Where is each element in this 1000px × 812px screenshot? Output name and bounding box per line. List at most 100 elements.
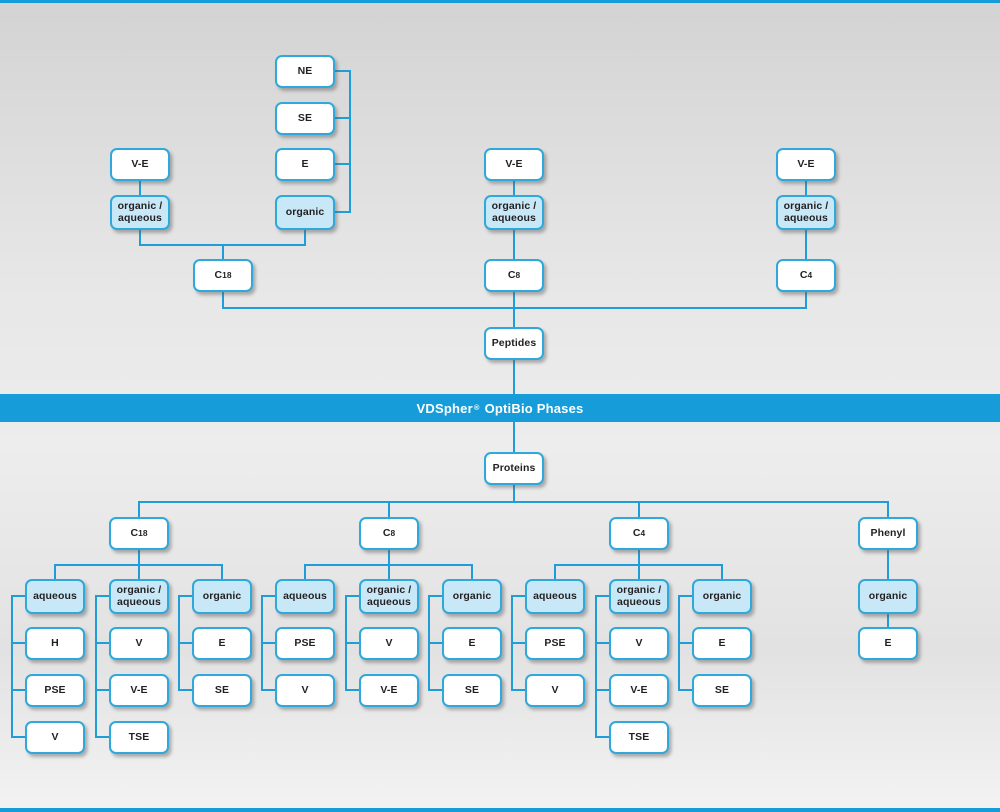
node-phenyl-organic: organic xyxy=(858,579,918,614)
node-c18-organic-aqueous-tse: TSE xyxy=(109,721,169,754)
node-label: PSE xyxy=(544,636,566,649)
node-proteins-c18: C18 xyxy=(109,517,169,550)
bottom-accent-strip xyxy=(0,808,1000,812)
node-label: V xyxy=(551,683,559,696)
banner-suffix: OptiBio Phases xyxy=(484,400,584,416)
node-label: SE xyxy=(214,683,230,696)
node-label: E xyxy=(468,636,476,649)
node-c4-organic-aqueous-v: V xyxy=(609,627,669,660)
node-label: C18 xyxy=(214,268,232,281)
node-label: E xyxy=(218,636,226,649)
node-label: TSE xyxy=(628,730,650,743)
node-label: E xyxy=(884,636,892,649)
node-label: C4 xyxy=(799,268,813,281)
node-label: V xyxy=(635,636,643,649)
node-peptides-c18-organic-aqueous: organic / aqueous xyxy=(110,195,170,230)
top-accent-strip xyxy=(0,0,1000,3)
node-label: V-E xyxy=(131,157,149,170)
node-peptides-root: Peptides xyxy=(484,327,544,360)
node-c4-aqueous-pse: PSE xyxy=(525,627,585,660)
node-label: Peptides xyxy=(491,336,537,349)
node-c18-aqueous-v: V xyxy=(25,721,85,754)
node-peptides-elution-e: E xyxy=(275,148,335,181)
node-peptides-c18-ve: V-E xyxy=(110,148,170,181)
node-c4-aqueous-v: V xyxy=(525,674,585,707)
node-c8-organic-se: SE xyxy=(442,674,502,707)
node-c8-aqueous-v: V xyxy=(275,674,335,707)
node-c18-organic-aqueous-ve: V-E xyxy=(109,674,169,707)
node-c8-aqueous: aqueous xyxy=(275,579,335,614)
node-label: C18 xyxy=(130,526,148,539)
node-label: V xyxy=(385,636,393,649)
node-label: V-E xyxy=(380,683,398,696)
node-c8-organic: organic xyxy=(442,579,502,614)
node-c4-aqueous: aqueous xyxy=(525,579,585,614)
node-label: V-E xyxy=(505,157,523,170)
node-peptides-c4-organic-aqueous: organic / aqueous xyxy=(776,195,836,230)
node-label: SE xyxy=(464,683,480,696)
node-phenyl-organic-e: E xyxy=(858,627,918,660)
node-c18-organic: organic xyxy=(192,579,252,614)
node-label: aqueous xyxy=(283,589,327,602)
node-c8-organic-aqueous-ve: V-E xyxy=(359,674,419,707)
node-c4-organic-se: SE xyxy=(692,674,752,707)
node-label: PSE xyxy=(44,683,66,696)
node-label: organic xyxy=(202,589,242,602)
node-label: organic xyxy=(452,589,492,602)
node-peptides-c4-ve: V-E xyxy=(776,148,836,181)
node-c4-organic-aqueous-ve: V-E xyxy=(609,674,669,707)
node-label: aqueous xyxy=(533,589,577,602)
node-label: V-E xyxy=(130,683,148,696)
node-c4-organic-e: E xyxy=(692,627,752,660)
node-peptides-organic: organic xyxy=(275,195,335,230)
node-label: organic / aqueous xyxy=(783,199,829,224)
node-c18-organic-aqueous-v: V xyxy=(109,627,169,660)
node-peptides-c18: C18 xyxy=(193,259,253,292)
node-label: E xyxy=(301,157,309,170)
node-label: V xyxy=(301,683,309,696)
node-c8-organic-aqueous: organic / aqueous xyxy=(359,579,419,614)
node-label: organic xyxy=(702,589,742,602)
node-label: organic xyxy=(285,205,325,218)
node-label: TSE xyxy=(128,730,150,743)
node-c18-aqueous: aqueous xyxy=(25,579,85,614)
node-label: aqueous xyxy=(33,589,77,602)
node-label: V xyxy=(51,730,59,743)
node-label: V xyxy=(135,636,143,649)
node-label: SE xyxy=(714,683,730,696)
node-label: Phenyl xyxy=(870,526,906,539)
node-label: SE xyxy=(297,111,313,124)
node-c18-organic-se: SE xyxy=(192,674,252,707)
node-c8-organic-aqueous-v: V xyxy=(359,627,419,660)
node-c18-aqueous-pse: PSE xyxy=(25,674,85,707)
node-label: NE xyxy=(297,64,313,77)
banner-vdspher-optibio-phases: VDSpher®OptiBio Phases xyxy=(0,394,1000,422)
node-c18-aqueous-h: H xyxy=(25,627,85,660)
node-label: V-E xyxy=(630,683,648,696)
node-c4-organic-aqueous: organic / aqueous xyxy=(609,579,669,614)
node-c8-aqueous-pse: PSE xyxy=(275,627,335,660)
node-label: Proteins xyxy=(492,461,536,474)
node-peptides-c8-organic-aqueous: organic / aqueous xyxy=(484,195,544,230)
node-peptides-elution-ne: NE xyxy=(275,55,335,88)
node-label: organic / aqueous xyxy=(491,199,537,224)
node-label: E xyxy=(718,636,726,649)
node-label: V-E xyxy=(797,157,815,170)
node-label: C8 xyxy=(382,526,396,539)
banner-brand: VDSpher xyxy=(416,400,473,416)
node-c18-organic-aqueous: organic / aqueous xyxy=(109,579,169,614)
node-proteins-c4: C4 xyxy=(609,517,669,550)
node-label: organic / aqueous xyxy=(616,583,662,608)
node-c4-organic: organic xyxy=(692,579,752,614)
node-peptides-elution-se: SE xyxy=(275,102,335,135)
node-label: organic xyxy=(868,589,908,602)
node-label: C8 xyxy=(507,268,521,281)
node-label: organic / aqueous xyxy=(366,583,412,608)
node-proteins-phenyl: Phenyl xyxy=(858,517,918,550)
node-label: PSE xyxy=(294,636,316,649)
node-c4-organic-aqueous-tse: TSE xyxy=(609,721,669,754)
node-label: organic / aqueous xyxy=(117,199,163,224)
node-label: C4 xyxy=(632,526,646,539)
